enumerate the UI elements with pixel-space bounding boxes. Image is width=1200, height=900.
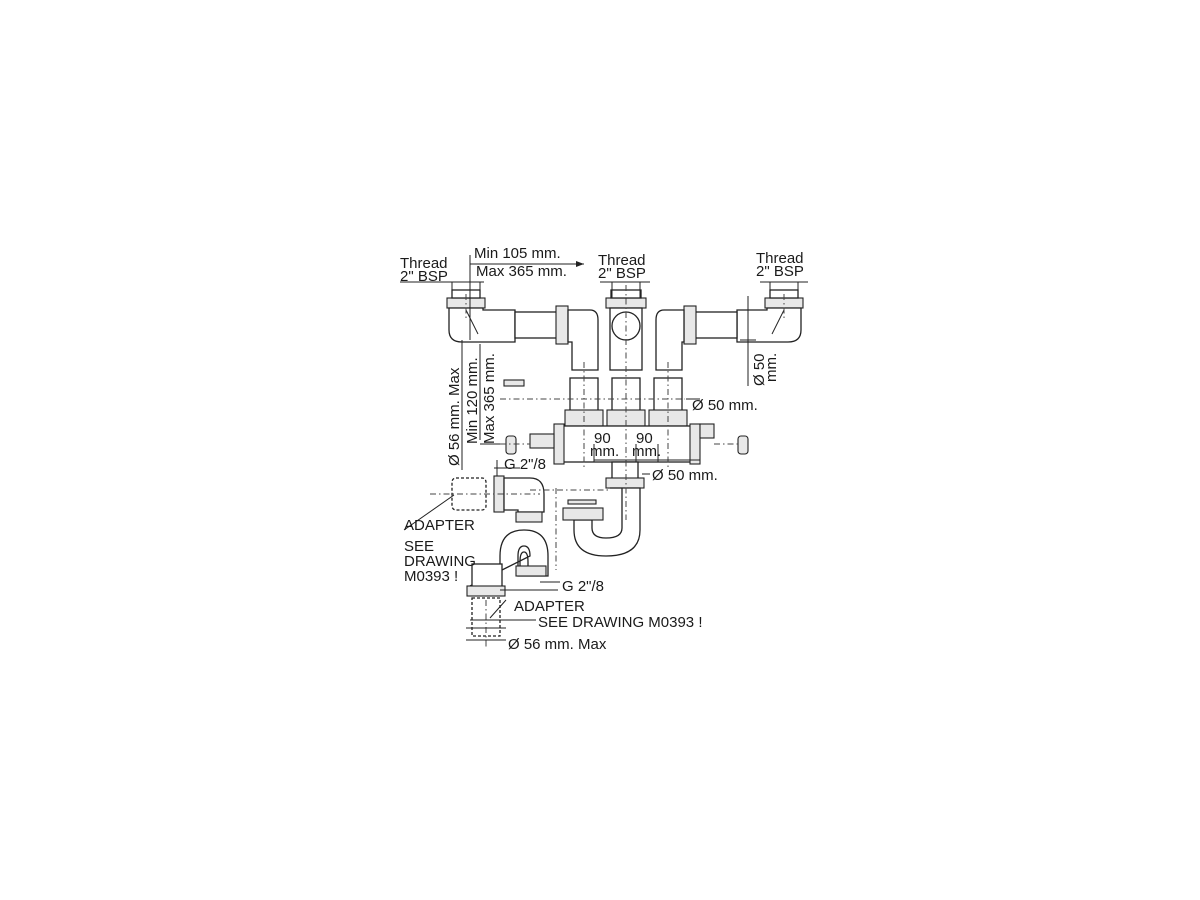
lower-thread-nut	[466, 585, 506, 597]
adapter-upper-dashed	[451, 477, 487, 511]
trap-inlet-nut	[562, 507, 604, 521]
labels: Thread 2" BSP Min 105 mm. Max 365 mm. Th…	[400, 245, 804, 653]
thread-middle-label-1: Thread	[598, 252, 646, 269]
right-inlet-assembly	[655, 289, 804, 371]
thread-right-label-2: 2" BSP	[756, 263, 804, 280]
diameter-50-lower-label: Ø 50 mm.	[652, 467, 718, 484]
max-width-label: Max 365 mm.	[476, 263, 567, 280]
g-thread-lower-label: G 2"/8	[562, 578, 604, 595]
right-elbow	[736, 307, 802, 343]
end-cap-right	[737, 435, 749, 455]
thread-left-label-1: Thread	[400, 255, 448, 272]
end-cap-left	[505, 435, 517, 455]
spacing-left-label-1: 90	[594, 430, 611, 447]
p-trap-bend	[573, 487, 641, 557]
diameter-56-lower-label: Ø 56 mm. Max	[508, 636, 607, 653]
max-height-label: Max 365 mm.	[481, 353, 498, 444]
dimension-lines	[400, 255, 808, 641]
outlet-stub	[611, 461, 639, 481]
upper-elbow-outlet	[515, 511, 543, 523]
outlet-nut	[605, 477, 645, 489]
left-pipe-collar	[555, 305, 569, 345]
trap-cap	[567, 499, 597, 505]
diameter-50-right-label-2: mm.	[763, 353, 780, 382]
hose-connector-left	[529, 433, 555, 449]
lower-vertical-pipe	[471, 563, 503, 589]
spacing-right-label-2: mm.	[632, 443, 661, 460]
upper-elbow	[503, 477, 545, 513]
thread-right-label-1: Thread	[756, 250, 804, 267]
manifold-body	[559, 425, 695, 463]
diameter-50-right-label-1: Ø 50	[751, 353, 768, 386]
spacing-right-label-1: 90	[636, 430, 653, 447]
adapter-lower-label: ADAPTER	[514, 598, 585, 615]
min-width-label: Min 105 mm.	[474, 245, 561, 262]
see-drawing-line-1: SEE	[404, 538, 434, 555]
spacing-left-label-2: mm.	[590, 443, 619, 460]
diameter-56-vertical-label: Ø 56 mm. Max	[446, 367, 463, 466]
left-drop-elbow	[567, 309, 599, 371]
trap-assembly	[562, 461, 645, 557]
right-pipe-collar	[683, 305, 697, 345]
see-drawing-line-3: M0393 !	[404, 568, 458, 585]
manifold	[505, 409, 749, 465]
right-drop-elbow	[655, 309, 685, 371]
center-lines	[430, 285, 785, 648]
diameter-50-upper-label: Ø 50 mm.	[692, 397, 758, 414]
adapter-upper-label: ADAPTER	[404, 517, 475, 534]
upper-adapter-assembly	[451, 475, 545, 523]
risers	[503, 377, 683, 413]
lower-u-outlet	[515, 565, 547, 577]
hose-connector-right	[699, 423, 715, 439]
see-drawing-lower-label: SEE DRAWING M0393 !	[538, 614, 703, 631]
manifold-end-left	[553, 423, 565, 465]
left-elbow	[448, 307, 516, 343]
thread-middle-label-2: 2" BSP	[598, 265, 646, 282]
see-drawing-line-2: DRAWING	[404, 553, 476, 570]
min-height-label: Min 120 mm.	[464, 357, 481, 444]
loose-cap-upper	[503, 379, 525, 387]
manifold-end-right	[689, 423, 701, 465]
g-thread-upper-label: G 2"/8	[504, 456, 546, 473]
thread-left-label-2: 2" BSP	[400, 268, 448, 285]
